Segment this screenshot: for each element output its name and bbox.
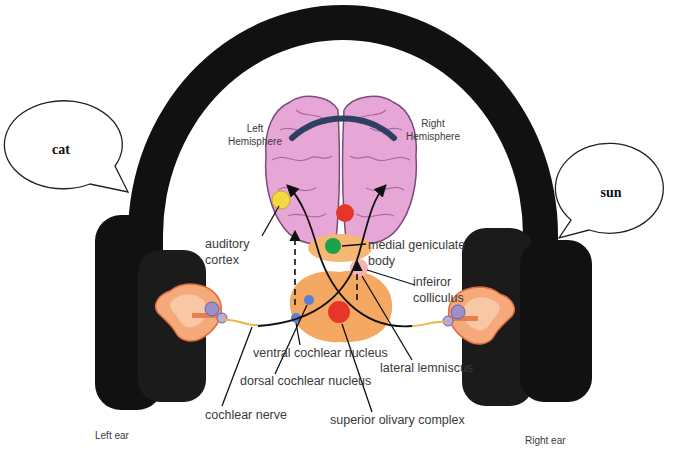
structure-label: medial geniculate body [368, 237, 480, 270]
ear-illustration [156, 284, 227, 341]
colliculus-dot [350, 259, 368, 277]
brainstem [290, 271, 392, 342]
ear-cup [520, 240, 592, 402]
hemisphere-label: Right Hemisphere [398, 117, 468, 143]
spoken-word: sun [600, 185, 621, 201]
nucleus-dot [304, 295, 314, 305]
ipsilateral-arrow [294, 232, 296, 305]
bubble-outline [555, 143, 663, 238]
bubble-outline [4, 101, 128, 192]
ipsilateral-arrow [356, 262, 358, 300]
corpus-callosum [292, 119, 394, 139]
speech-bubble: cat [2, 98, 124, 193]
pathway-arrow [258, 186, 385, 326]
ear-label: Left ear [95, 429, 129, 442]
speech-bubble: sun [553, 140, 665, 238]
auditory-cortex-dot [336, 204, 354, 222]
structure-label: ventral cochlear nucleus [253, 345, 388, 361]
ear-label: Right ear [525, 434, 566, 447]
spoken-word: cat [52, 142, 70, 158]
structure-label: auditory cortex [205, 236, 267, 269]
hemisphere-label: Left Hemisphere [222, 122, 288, 148]
brain [266, 96, 417, 244]
geniculate-dot [325, 238, 341, 254]
olivary-dot [328, 301, 350, 323]
nerve-line [222, 320, 258, 325]
structure-label: dorsal cochlear nucleus [240, 373, 371, 389]
nerve-line [412, 322, 446, 326]
auditory-cortex-dot [272, 191, 290, 209]
structure-label: superior olivary complex [330, 412, 465, 428]
leader-lines [222, 206, 415, 412]
structure-label: cochlear nerve [205, 407, 287, 423]
structure-label: lateral lemniscus [380, 360, 473, 376]
structure-label: infeiror colliculus [413, 274, 477, 307]
